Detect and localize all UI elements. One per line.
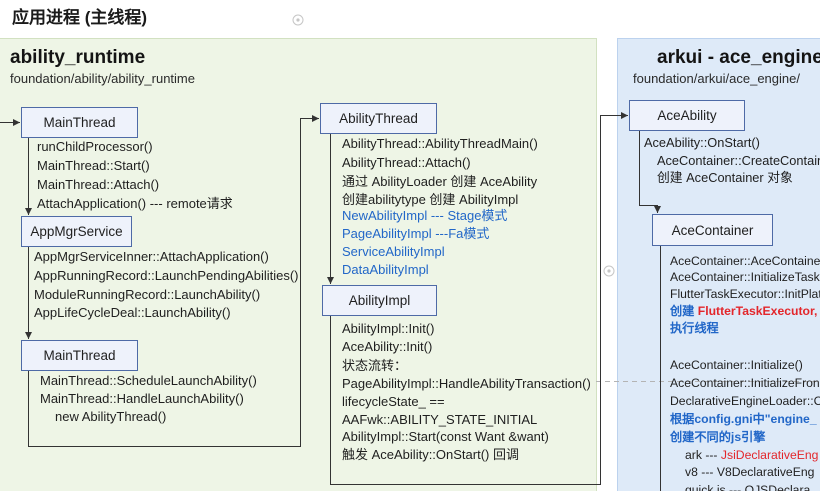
step-text: 通过 AbilityLoader 创建 AceAbility [342,174,538,189]
node-abilitythread[interactable]: AbilityThread [320,103,437,134]
impl-type-text: PageAbilityImpl ---Fa模式 [342,226,490,241]
ace-engine-title: arkui - ace_engine [657,47,820,68]
step-text: FlutterTaskExecutor::InitPlatf [670,287,820,301]
step-text: ModuleRunningRecord::LaunchAbility() [34,287,261,302]
node-mainthread-start[interactable]: MainThread [21,107,138,138]
step-text: 根据config.gni中"engine_ [670,412,817,426]
step-text: 创建 AceContainer 对象 [657,170,793,185]
step-text: AbilityImpl::Init() [342,321,435,336]
node-label: MainThread [43,115,116,130]
arrow-abilityimpl-to-aceability [330,112,628,485]
impl-type-text: ServiceAbilityImpl [342,244,445,259]
step-text: 触发 AceAbility::OnStart() 回调 [342,447,519,462]
step-text: MainThread::Attach() [37,177,160,192]
step-text: 创建不同的js引擎 [670,430,766,444]
step-text: MainThread::HandleLaunchAbility() [40,391,244,406]
page-title: 应用进程 (主线程) [12,8,148,27]
node-abilityimpl[interactable]: AbilityImpl [322,285,437,316]
step-text: AbilityThread::AbilityThreadMain() [342,136,538,151]
node-appmgrservice[interactable]: AppMgrService [21,216,132,247]
arrow-mainthread-to-abilitythread [28,115,319,447]
step-text-highlight: ark --- JsiDeclarativeEng [685,446,820,464]
connection-handle[interactable] [292,14,304,26]
step-text: runChildProcessor() [37,139,153,154]
step-text-prefix: ark --- [685,448,721,462]
node-label: AppMgrService [30,224,123,239]
step-text: AbilityThread::Attach() [342,155,471,170]
impl-type-text: DataAbilityImpl [342,262,429,277]
node-label: MainThread [43,348,116,363]
node-aceability[interactable]: AceAbility [629,100,745,131]
node-label: AceAbility [657,108,717,123]
step-text: AppRunningRecord::LaunchPendingAbilities… [34,268,299,283]
step-text: quick js --- QJSDeclara [685,483,811,491]
arrow-aceability-to-acecontainer [639,131,661,213]
step-text: lifecycleState_ == [342,394,445,409]
node-label: AbilityThread [339,111,418,126]
step-text: MainThread::ScheduleLaunchAbility() [40,373,257,388]
step-text: AppMgrServiceInner::AttachApplication() [34,249,269,264]
step-text: v8 --- V8DeclarativeEng [685,465,815,479]
step-text: AttachApplication() --- remote请求 [37,196,233,211]
step-text: AbilityImpl::Start(const Want &want) [342,429,549,444]
step-text: AceContainer::InitializeFron [670,376,820,390]
step-text: PageAbilityImpl::HandleAbilityTransactio… [342,376,591,391]
step-text: DeclarativeEngineLoader::C [670,394,820,408]
step-text: 执行线程 [670,321,719,335]
node-label: AbilityImpl [348,293,411,308]
step-text: AceContainer::InitializeTask( [670,270,820,284]
step-text: AceContainer::CreateContain [657,153,820,168]
step-text-prefix: 创建 [670,304,698,318]
impl-type-text: NewAbilityImpl --- Stage模式 [342,208,508,223]
ability-runtime-title: ability_runtime [10,47,146,68]
step-text: AceAbility::OnStart() [644,135,760,150]
step-text: 创建abilitytype 创建 AbilityImpl [342,192,519,207]
step-text-emphasis: FlutterTaskExecutor, [697,304,818,318]
step-text: AAFwk::ABILITY_STATE_INITIAL [342,412,538,427]
step-text: MainThread::Start() [37,158,150,173]
step-text: AceAbility::Init() [342,339,433,354]
node-label: AceContainer [671,222,754,238]
step-text: AceContainer::AceContainer [670,254,820,268]
node-acecontainer[interactable]: AceContainer [652,214,773,246]
step-text: AceContainer::Initialize() [670,358,803,372]
ace-engine-path: foundation/arkui/ace_engine/ [633,71,800,86]
step-text: new AbilityThread() [55,409,167,424]
connection-handle[interactable] [603,265,615,277]
step-text-emphasis: JsiDeclarativeEng [720,448,819,462]
node-mainthread-launch[interactable]: MainThread [21,340,138,371]
step-text-highlight: 创建 FlutterTaskExecutor, [670,302,820,320]
ability-runtime-path: foundation/ability/ability_runtime [10,71,195,86]
step-text: AppLifeCycleDeal::LaunchAbility() [34,305,231,320]
step-text: 状态流转： [342,358,408,373]
